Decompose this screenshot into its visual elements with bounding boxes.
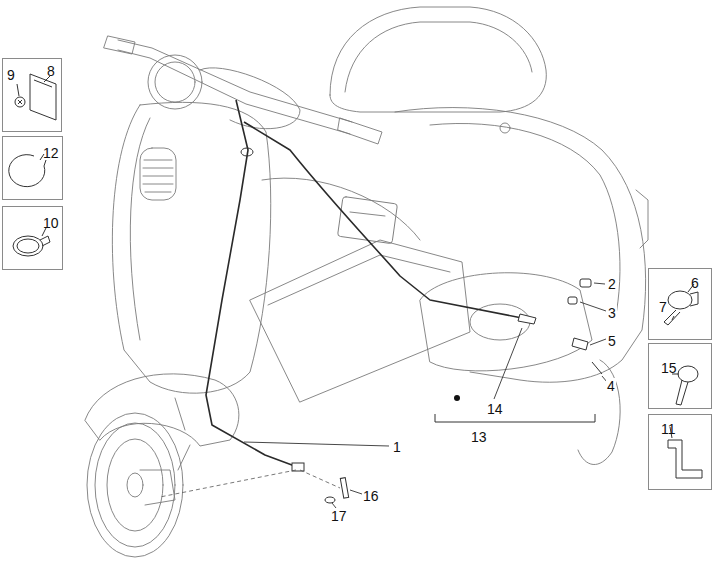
callout-number: 10 [43, 215, 59, 231]
inset-box: 11 [648, 414, 712, 490]
callout-number: 4 [606, 378, 616, 394]
callout-number: 9 [7, 67, 15, 83]
callout-number: 11 [661, 421, 676, 437]
callout-number: 7 [659, 299, 667, 315]
inset-box: 15 [648, 343, 712, 409]
callout-number: 12 [43, 145, 59, 161]
callout-number: 8 [47, 63, 55, 79]
inset-box: 67 [648, 268, 712, 340]
inset-box: 98 [2, 58, 62, 132]
callout-number: 5 [607, 333, 617, 349]
callout-number: 1 [392, 439, 402, 455]
callout-number: 13 [470, 429, 488, 445]
callout-number: 6 [691, 275, 699, 291]
callout-number: 14 [486, 401, 504, 417]
callout-number: 2 [607, 276, 617, 292]
callout-number: 17 [330, 508, 348, 524]
inset-box: 10 [2, 206, 63, 270]
callout-number: 16 [362, 488, 380, 504]
callout-number: 3 [607, 305, 617, 321]
inset-box: 12 [2, 136, 63, 200]
callout-number: 15 [661, 360, 677, 376]
